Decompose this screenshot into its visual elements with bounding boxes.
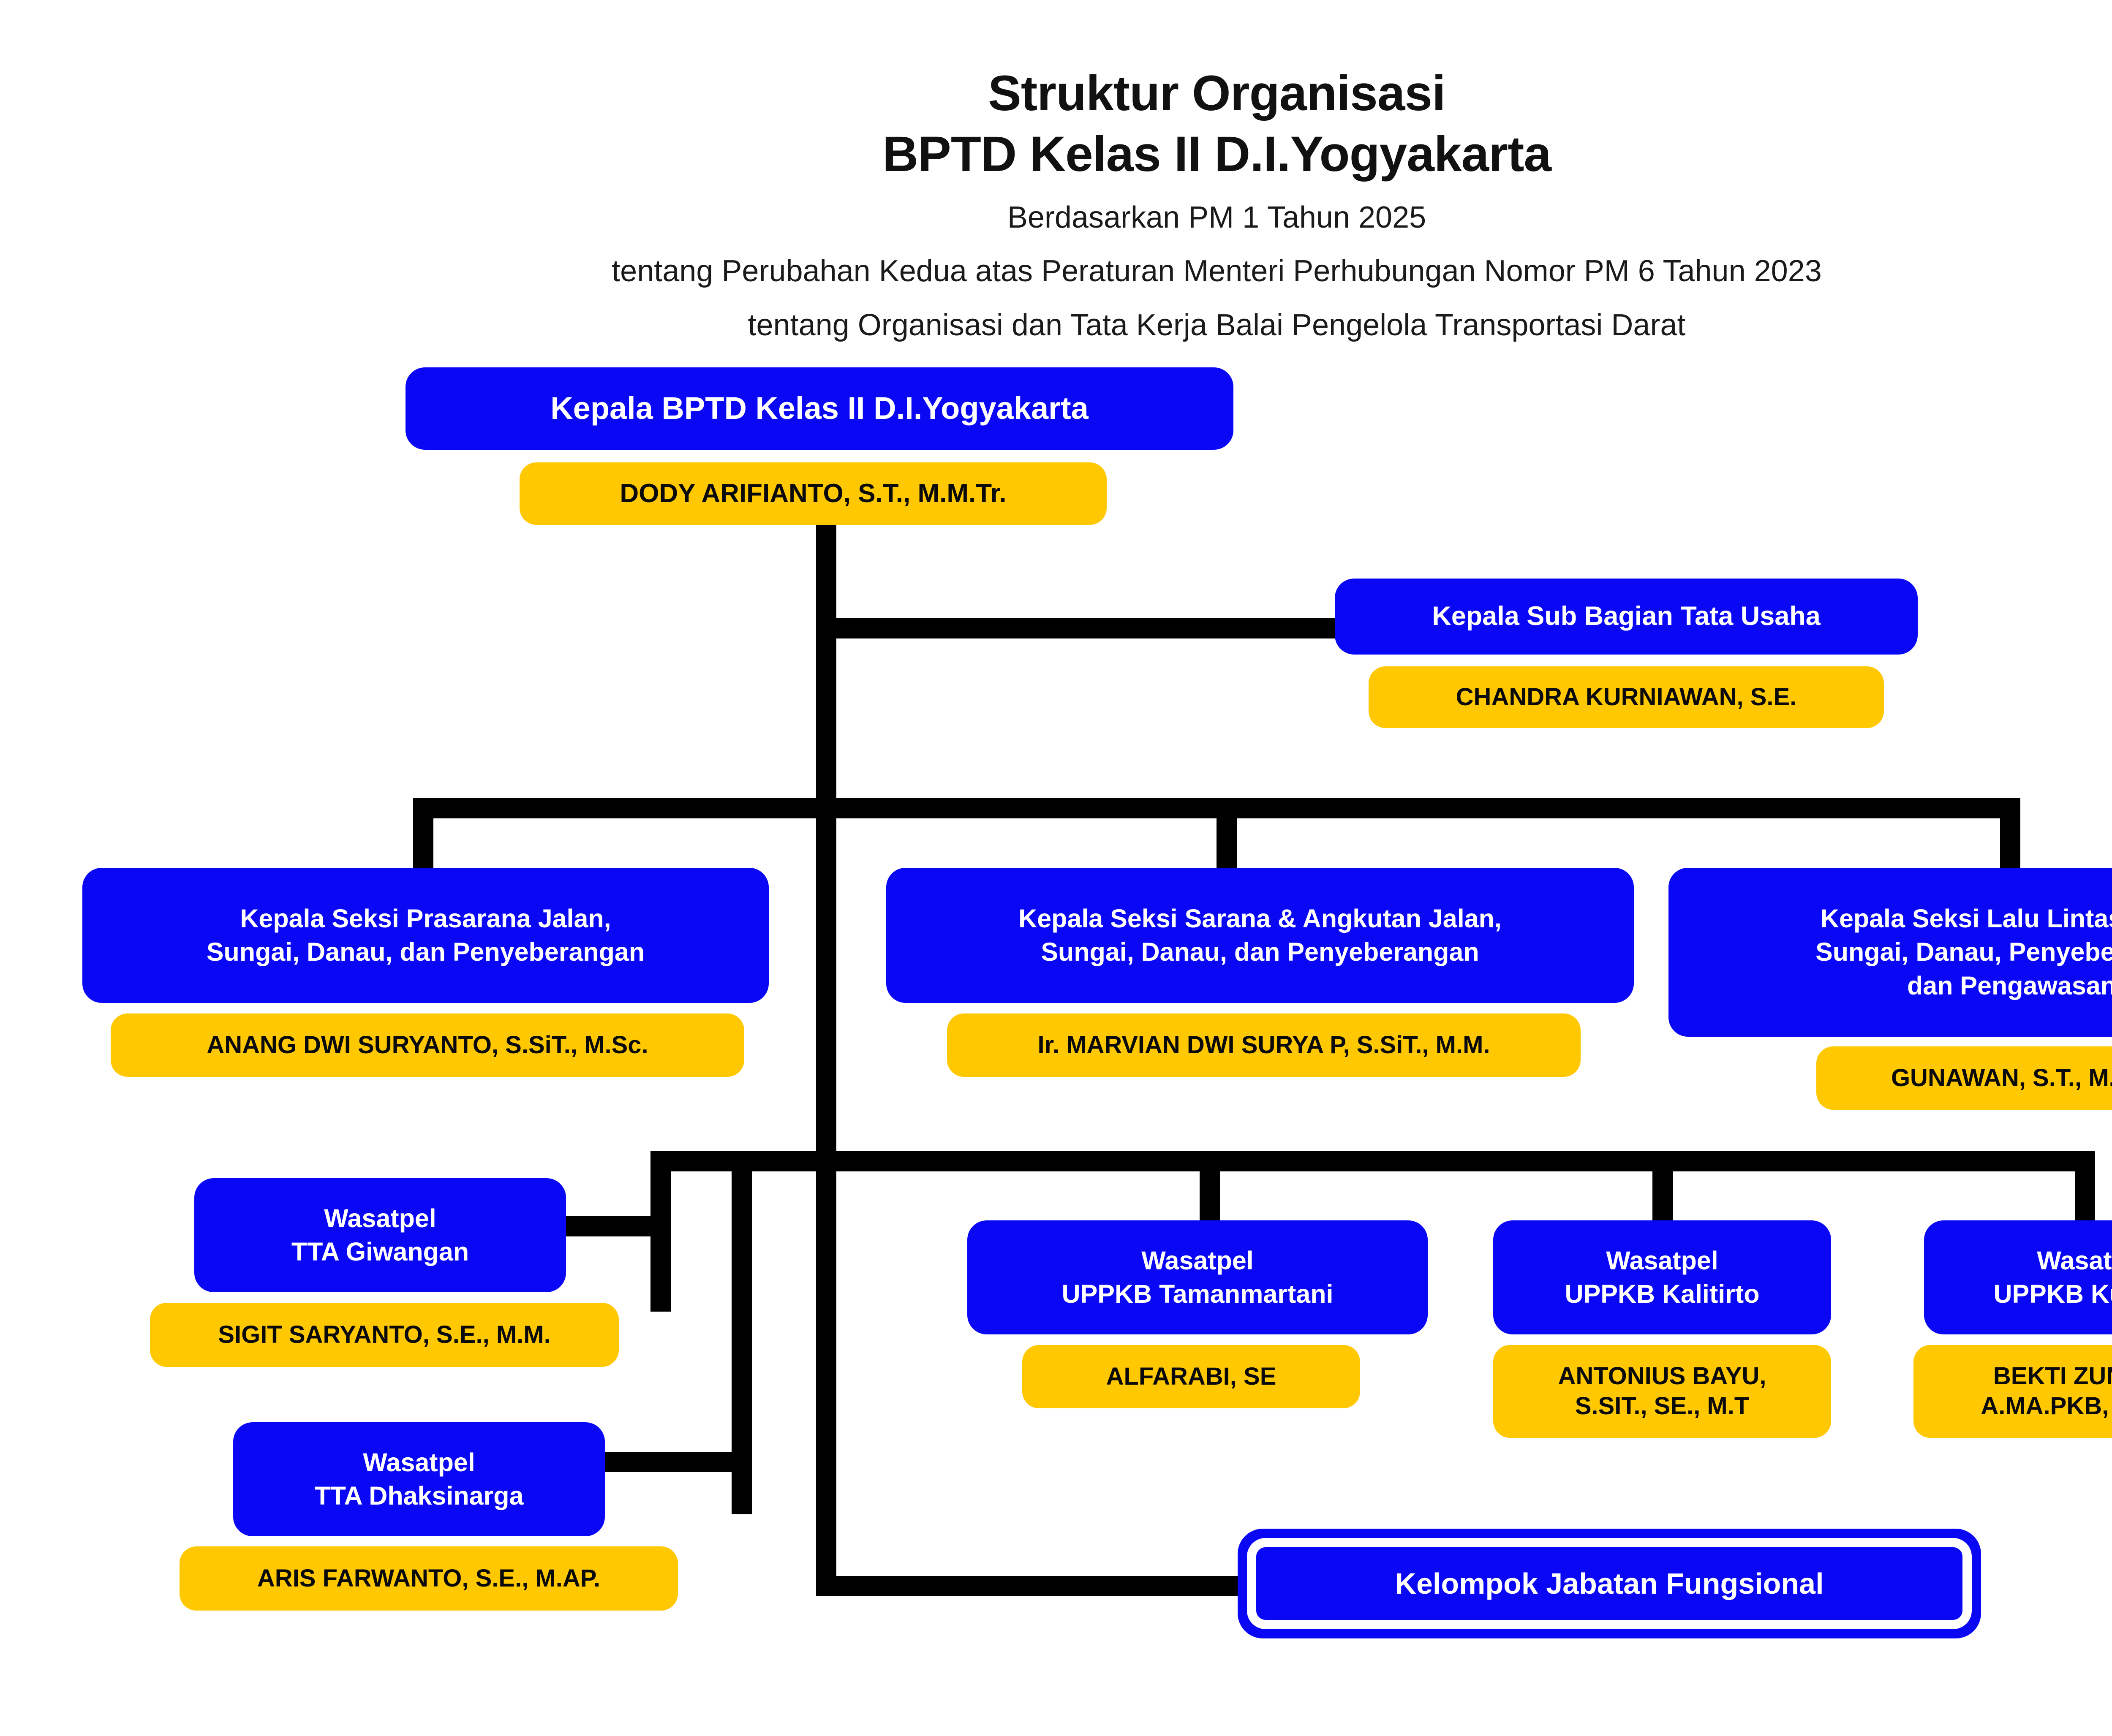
connector-arm-fungsional (816, 1576, 1247, 1596)
node-uppkb-kulwaru-title[interactable]: Wasatpel UPPKB Kulwaru (1924, 1220, 2112, 1334)
chart-header: Struktur Organisasi BPTD Kelas II D.I.Yo… (0, 63, 2112, 346)
node-prasarana-name[interactable]: ANANG DWI SURYANTO, S.SiT., M.Sc. (111, 1013, 744, 1077)
node-tta-giwangan-name-text: SIGIT SARYANTO, S.E., M.M. (218, 1320, 551, 1348)
node-uppkb-kalitirto-title-line1: Wasatpel (1606, 1246, 1718, 1275)
node-uppkb-kalitirto-name-line1: ANTONIUS BAYU, (1558, 1362, 1766, 1390)
node-tata-usaha-title-text: Kepala Sub Bagian Tata Usaha (1432, 601, 1821, 631)
node-tta-giwangan-title-line2: TTA Giwangan (291, 1237, 469, 1266)
node-prasarana-title-line1: Kepala Seksi Prasarana Jalan, (240, 904, 611, 933)
node-uppkb-kulwaru-title-line1: Wasatpel (2037, 1246, 2112, 1275)
node-sarana-title-line2: Sungai, Danau, dan Penyeberangan (1041, 937, 1479, 966)
connector-arm-tta-giwangan (566, 1216, 671, 1236)
node-uppkb-tamanmartani-title-line2: UPPKB Tamanmartani (1061, 1280, 1334, 1308)
node-fungsional[interactable]: Kelompok Jabatan Fungsional (1238, 1529, 1981, 1638)
connector-drop-sarana (1217, 798, 1237, 878)
node-kepala-bptd-name-text: DODY ARIFIANTO, S.T., M.M.Tr. (620, 479, 1007, 508)
connector-arm-tta-dhaksinarga (600, 1452, 752, 1472)
node-lalu-lintas-name-text: GUNAWAN, S.T., M.M. (1891, 1064, 2112, 1092)
node-uppkb-tamanmartani-name[interactable]: ALFARABI, SE (1022, 1345, 1360, 1408)
node-uppkb-tamanmartani-name-text: ALFARABI, SE (1106, 1362, 1276, 1390)
node-sarana-title-line1: Kepala Seksi Sarana & Angkutan Jalan, (1018, 904, 1502, 933)
subtitle-line3: tentang Organisasi dan Tata Kerja Balai … (748, 308, 1686, 342)
node-sarana-title[interactable]: Kepala Seksi Sarana & Angkutan Jalan, Su… (886, 868, 1634, 1003)
node-uppkb-kulwaru-title-line2: UPPKB Kulwaru (1993, 1280, 2112, 1308)
connector-spine-main (816, 524, 836, 1596)
node-prasarana-name-text: ANANG DWI SURYANTO, S.SiT., M.Sc. (207, 1031, 648, 1059)
node-lalu-lintas-title-line2: Sungai, Danau, Penyeberangan, (1815, 937, 2112, 967)
node-kepala-bptd-title[interactable]: Kepala BPTD Kelas II D.I.Yogyakarta (406, 367, 1233, 450)
subtitle-line1: Berdasarkan PM 1 Tahun 2025 (1007, 200, 1426, 234)
node-tta-dhaksinarga-name-text: ARIS FARWANTO, S.E., M.AP. (257, 1564, 601, 1592)
node-prasarana-title-line2: Sungai, Danau, dan Penyeberangan (206, 937, 645, 966)
node-sarana-name[interactable]: Ir. MARVIAN DWI SURYA P, S.SiT., M.M. (947, 1013, 1581, 1077)
node-uppkb-kalitirto-title-line2: UPPKB Kalitirto (1565, 1280, 1760, 1308)
node-uppkb-kalitirto-name[interactable]: ANTONIUS BAYU, S.SIT., SE., M.T (1493, 1345, 1831, 1438)
node-tata-usaha-title[interactable]: Kepala Sub Bagian Tata Usaha (1335, 579, 1918, 655)
node-tta-giwangan-title-line1: Wasatpel (324, 1204, 436, 1233)
node-tta-dhaksinarga-title-line1: Wasatpel (363, 1448, 475, 1477)
connector-bus-level3 (650, 1151, 2095, 1171)
node-kepala-bptd-title-text: Kepala BPTD Kelas II D.I.Yogyakarta (550, 391, 1089, 426)
connector-drop-prasarana (413, 798, 433, 878)
node-lalu-lintas-title[interactable]: Kepala Seksi Lalu Lintas Jalan, Sungai, … (1668, 868, 2112, 1037)
node-uppkb-kalitirto-name-line2: S.SIT., SE., M.T (1575, 1392, 1750, 1420)
node-uppkb-kalitirto-title[interactable]: Wasatpel UPPKB Kalitirto (1493, 1220, 1831, 1334)
connector-to-tata-usaha (816, 618, 1340, 638)
node-lalu-lintas-title-line1: Kepala Seksi Lalu Lintas Jalan, (1820, 904, 2112, 933)
node-fungsional-title-text: Kelompok Jabatan Fungsional (1395, 1567, 1824, 1600)
node-tta-dhaksinarga-name[interactable]: ARIS FARWANTO, S.E., M.AP. (180, 1546, 678, 1611)
node-lalu-lintas-name[interactable]: GUNAWAN, S.T., M.M. (1816, 1046, 2112, 1110)
node-uppkb-kulwaru-name-line1: BEKTI ZUNANTA, (1993, 1362, 2112, 1390)
node-prasarana-title[interactable]: Kepala Seksi Prasarana Jalan, Sungai, Da… (82, 868, 769, 1003)
node-tta-giwangan-title[interactable]: Wasatpel TTA Giwangan (194, 1178, 566, 1292)
node-kepala-bptd-name[interactable]: DODY ARIFIANTO, S.T., M.M.Tr. (520, 462, 1107, 525)
subtitle-line2: tentang Perubahan Kedua atas Peraturan M… (612, 254, 1822, 288)
node-tata-usaha-name[interactable]: CHANDRA KURNIAWAN, S.E. (1369, 666, 1884, 728)
node-uppkb-kulwaru-name[interactable]: BEKTI ZUNANTA, A.MA.PKB, SE., MM (1913, 1345, 2112, 1438)
node-uppkb-kulwaru-name-line2: A.MA.PKB, SE., MM (1981, 1392, 2112, 1420)
node-tta-dhaksinarga-title[interactable]: Wasatpel TTA Dhaksinarga (233, 1422, 605, 1536)
node-lalu-lintas-title-line3: dan Pengawasan (1907, 971, 2112, 1000)
node-uppkb-tamanmartani-title-line1: Wasatpel (1141, 1246, 1254, 1275)
node-uppkb-tamanmartani-title[interactable]: Wasatpel UPPKB Tamanmartani (967, 1220, 1428, 1334)
connector-drop-lalu-lintas (2000, 798, 2020, 878)
node-tta-giwangan-name[interactable]: SIGIT SARYANTO, S.E., M.M. (150, 1303, 619, 1367)
page-title-line1: Struktur Organisasi (988, 65, 1446, 121)
node-tata-usaha-name-text: CHANDRA KURNIAWAN, S.E. (1456, 683, 1797, 711)
node-tta-dhaksinarga-title-line2: TTA Dhaksinarga (314, 1481, 524, 1510)
node-sarana-name-text: Ir. MARVIAN DWI SURYA P, S.SiT., M.M. (1037, 1031, 1490, 1059)
page-title-line2: BPTD Kelas II D.I.Yogyakarta (882, 126, 1551, 182)
